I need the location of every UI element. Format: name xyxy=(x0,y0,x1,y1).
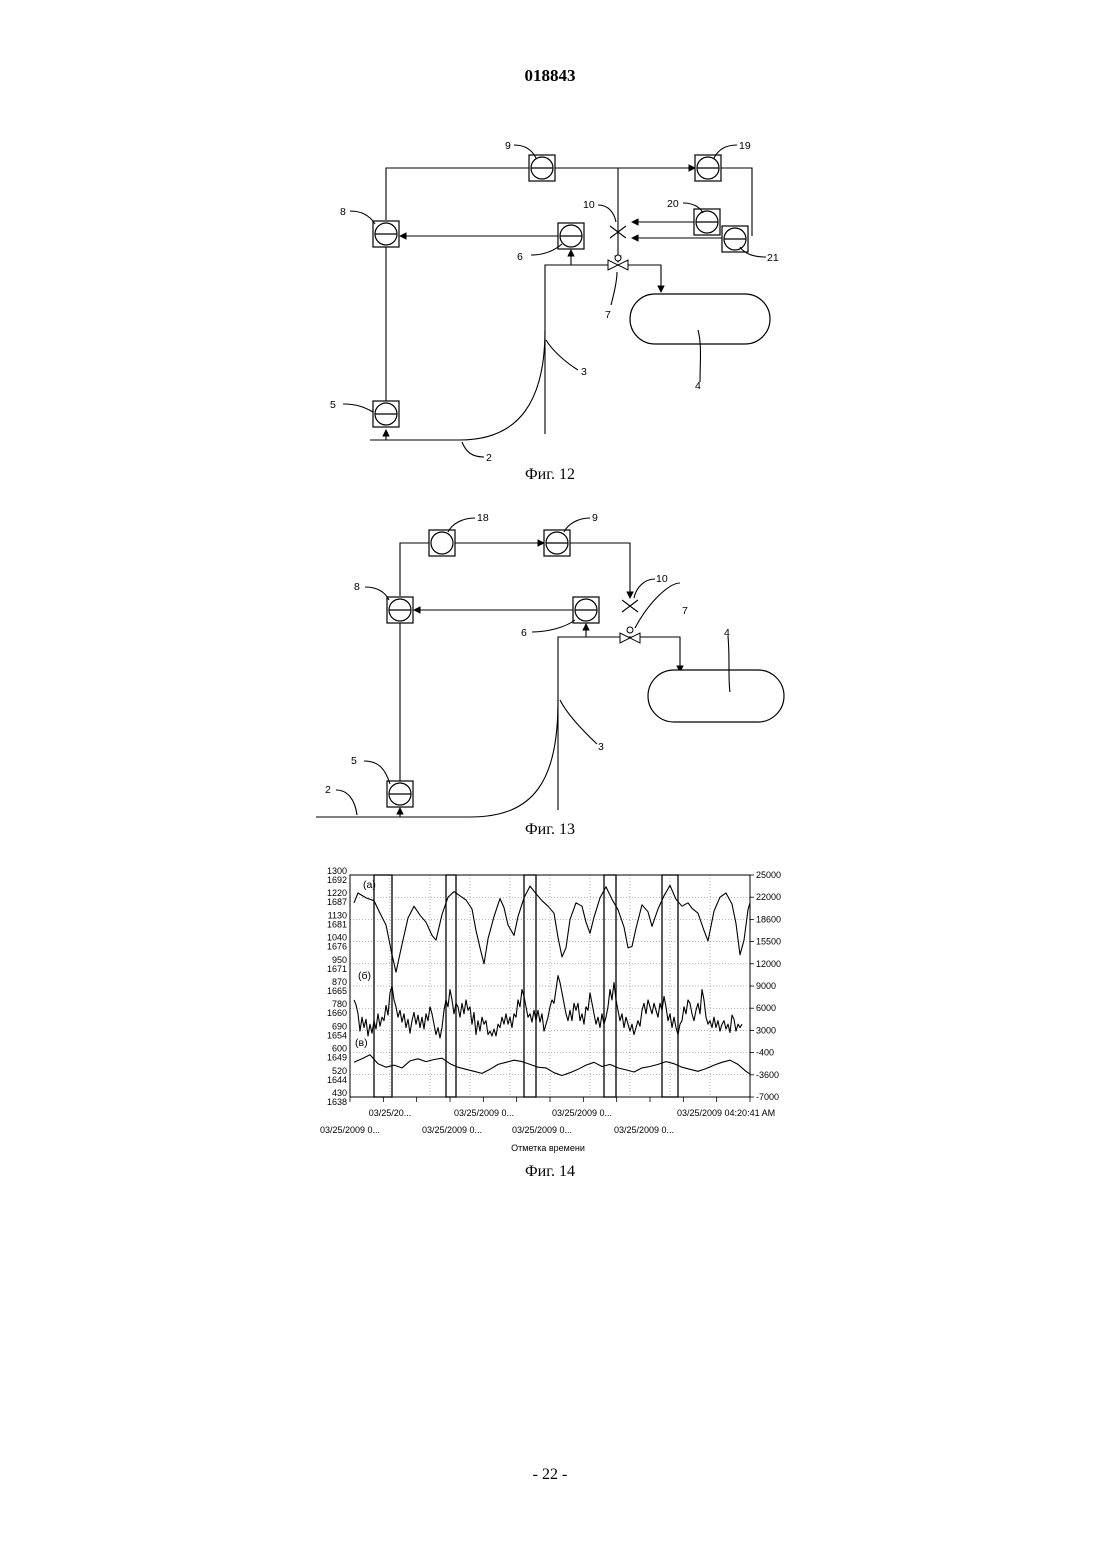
x-tick-top: 03/25/2009 04:20:41 AM xyxy=(677,1108,775,1118)
left-tick-b: 1649 xyxy=(327,1053,347,1063)
left-tick-b: 1692 xyxy=(327,875,347,885)
series-line-0 xyxy=(354,885,750,972)
figure-14-chart: 1300169212201687113016811040167695016718… xyxy=(0,0,1100,1160)
right-tick-label: 22000 xyxy=(756,892,781,902)
page-number: - 22 - xyxy=(0,1466,1100,1484)
x-tick-bottom: 03/25/2009 0... xyxy=(512,1125,572,1135)
series-label-a: (а) xyxy=(363,879,376,891)
chart-series xyxy=(354,885,750,1075)
x-axis-ticks: 03/25/20...03/25/2009 0...03/25/2009 0..… xyxy=(320,1097,775,1135)
right-tick-label: 12000 xyxy=(756,959,781,969)
left-tick-b: 1644 xyxy=(327,1075,347,1085)
x-tick-top: 03/25/2009 0... xyxy=(552,1108,612,1118)
right-tick-label: 18600 xyxy=(756,914,781,924)
left-tick-b: 1660 xyxy=(327,1008,347,1018)
right-tick-label: -7000 xyxy=(756,1092,779,1102)
left-tick-b: 1638 xyxy=(327,1097,347,1107)
series-line-2 xyxy=(354,1055,750,1076)
left-tick-b: 1654 xyxy=(327,1030,347,1040)
x-tick-top: 03/25/20... xyxy=(369,1108,412,1118)
series-label-c: (в) xyxy=(355,1037,368,1049)
left-axis-ticks: 1300169212201687113016811040167695016718… xyxy=(327,866,347,1107)
x-tick-bottom: 03/25/2009 0... xyxy=(614,1125,674,1135)
right-tick-label: 6000 xyxy=(756,1003,776,1013)
series-line-1 xyxy=(354,976,742,1038)
x-tick-bottom: 03/25/2009 0... xyxy=(320,1125,380,1135)
left-tick-b: 1687 xyxy=(327,897,347,907)
right-tick-label: -400 xyxy=(756,1048,774,1058)
left-tick-b: 1676 xyxy=(327,942,347,952)
x-tick-bottom: 03/25/2009 0... xyxy=(422,1125,482,1135)
left-tick-b: 1681 xyxy=(327,919,347,929)
left-tick-b: 1665 xyxy=(327,986,347,996)
figure-14-caption: Фиг. 14 xyxy=(0,1163,1100,1181)
x-axis-label: Отметка времени xyxy=(511,1143,585,1153)
series-label-b: (б) xyxy=(358,970,371,982)
left-tick-b: 1671 xyxy=(327,964,347,974)
right-tick-label: 9000 xyxy=(756,981,776,991)
x-tick-top: 03/25/2009 0... xyxy=(454,1108,514,1118)
right-tick-label: 25000 xyxy=(756,870,781,880)
right-tick-label: 15500 xyxy=(756,937,781,947)
right-tick-label: -3600 xyxy=(756,1070,779,1080)
right-tick-label: 3000 xyxy=(756,1025,776,1035)
right-axis-ticks: 25000 22000 18600 15500 12000 9000 6000 3000 -40… xyxy=(750,870,781,1102)
